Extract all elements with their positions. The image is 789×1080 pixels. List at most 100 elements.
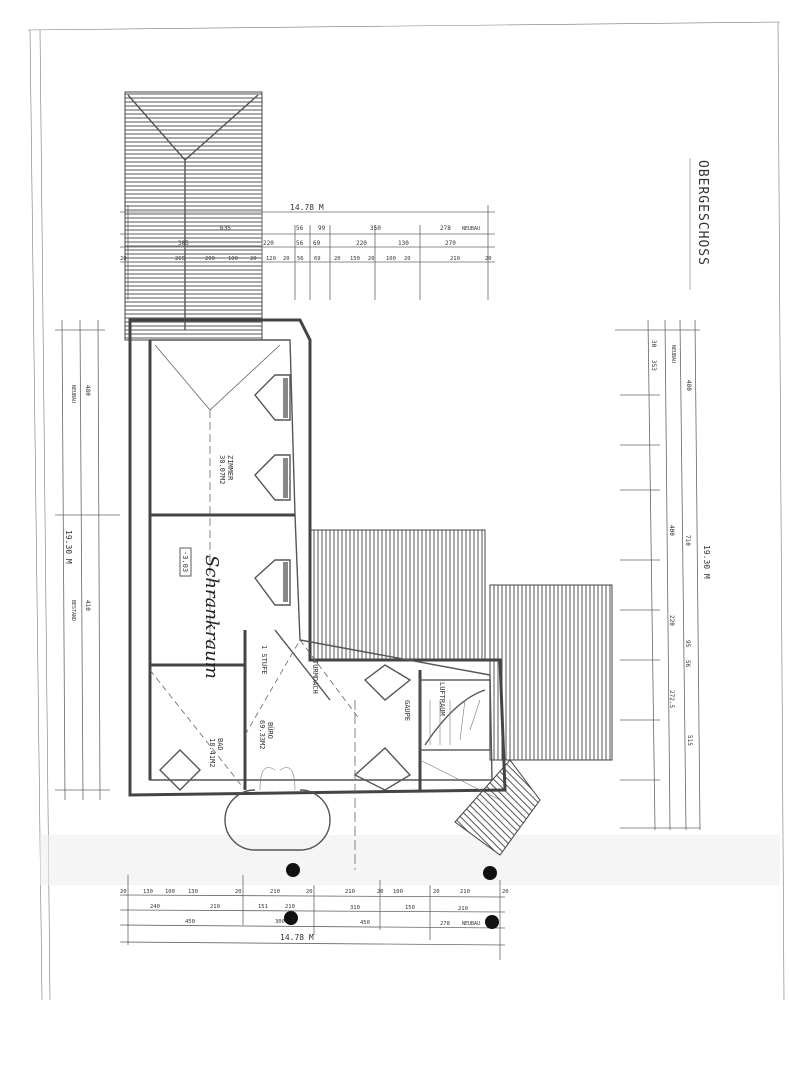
bottom-total-dim: 14.78 M	[280, 933, 314, 942]
dim: 350	[370, 225, 381, 232]
dim: 100	[228, 256, 238, 262]
title-text: OBERGESCHOSS	[695, 160, 710, 266]
neubau-label-top: NEUBAU	[462, 226, 480, 232]
dim: 210	[345, 889, 355, 895]
room-gaupe-name: GAUPE	[403, 700, 411, 721]
dim: 130	[398, 240, 409, 247]
room-zimmer-name: ZIMMER	[226, 455, 234, 481]
dim: 151	[258, 904, 268, 910]
room-buero-area: 69.33M2	[258, 720, 266, 750]
building-walls	[128, 318, 507, 851]
dim: 20	[368, 256, 375, 262]
roof-flat-center	[309, 529, 486, 661]
roof-flat-right	[489, 584, 613, 761]
room-zimmer-area: 30.07M2	[218, 455, 226, 485]
neubau-label-right: NEUBAU	[670, 345, 676, 363]
dim: 480	[84, 385, 91, 396]
dim: 210	[210, 904, 220, 910]
dim: 69	[313, 240, 321, 247]
bestand-label: BESTAND	[70, 600, 76, 621]
dim: 130	[188, 889, 198, 895]
dim: 210	[458, 906, 468, 912]
left-dimension-lines: 480 NEUBAU 19.30 M 410 BESTAND	[55, 319, 120, 801]
dim: 95	[684, 640, 691, 648]
dim: 30	[650, 340, 657, 348]
top-total-dim: 14.78 M	[290, 203, 324, 212]
dim: 20	[433, 889, 440, 895]
page-frame	[27, 21, 785, 1001]
dim: 400	[668, 525, 675, 536]
dim: 210	[460, 889, 470, 895]
dim: 100	[393, 889, 403, 895]
dim: 20	[250, 256, 257, 262]
room-buero-name: BÜRO	[266, 722, 275, 739]
bottom-dimension-lines: 20 130 100 130 20 210 20 210 20 100 20 2…	[119, 875, 509, 960]
room-luftraum-name: LUFTRAUM	[438, 682, 446, 716]
dim: 20	[485, 256, 492, 262]
dim: 56	[684, 660, 691, 668]
dim: 120	[266, 256, 276, 262]
dim: 278	[440, 921, 450, 927]
dim: 69	[314, 256, 321, 262]
top-dimension-lines: 14.78 M 635 56 99 350 278 NEUBAU 385 220…	[120, 203, 495, 300]
right-total-dim: 19.30 M	[702, 545, 711, 579]
dim: 56	[296, 240, 304, 247]
dim: 450	[360, 920, 370, 926]
room-labels: ZIMMER 30.07M2 BÜRO 69.33M2 BAD 18.41M2 …	[179, 455, 446, 768]
room-turmdach-name: TURMDACH	[311, 660, 319, 694]
section-markers	[284, 700, 499, 929]
dim: 20	[334, 256, 341, 262]
dim: 385	[178, 240, 189, 247]
dim: 480	[685, 380, 692, 391]
plan-title: OBERGESCHOSS	[689, 158, 710, 290]
roof-existing	[124, 91, 263, 341]
dim: 300	[275, 919, 285, 925]
dim: 210	[270, 889, 280, 895]
dim: 130	[143, 889, 153, 895]
left-total-dim: 19.30 M	[64, 530, 73, 564]
dim: 210	[450, 256, 460, 262]
room-bad-area: 18.41M2	[208, 738, 216, 768]
dim: 220	[263, 240, 274, 247]
stufe-label: 1 STUFE	[260, 645, 268, 675]
dim: 20	[306, 889, 313, 895]
dim: 20	[283, 256, 290, 262]
dim: 20	[502, 889, 509, 895]
dim: 635	[220, 225, 231, 232]
right-dimension-lines: 30 353 480 NEUBAU 400 710 220 95 56 272.…	[615, 319, 711, 831]
dim: 353	[650, 360, 657, 371]
dim: 20	[377, 889, 384, 895]
dim: 20	[120, 889, 127, 895]
dim: 150	[350, 256, 360, 262]
dim: 270	[445, 240, 456, 247]
dim: 99	[318, 225, 326, 232]
dim: 410	[84, 600, 91, 611]
dim: 278	[440, 225, 451, 232]
dim: 240	[150, 904, 160, 910]
room-bad-name: BAD	[216, 738, 224, 751]
dim: 20	[404, 256, 411, 262]
dim: 20	[120, 256, 127, 262]
dim: 220	[356, 240, 367, 247]
dim: 150	[405, 905, 415, 911]
dim: 710	[684, 535, 691, 546]
dim: 272.5	[668, 690, 675, 708]
neubau-label-left: NEUBAU	[70, 385, 76, 403]
dim: 100	[165, 889, 175, 895]
dim: 450	[185, 919, 195, 925]
level-mark: -3.03	[181, 551, 189, 572]
dormers	[159, 374, 412, 791]
neubau-label-bottom: NEUBAU	[462, 921, 480, 927]
dim: 210	[285, 904, 295, 910]
dim: 56	[296, 225, 304, 232]
dim: 20	[235, 889, 242, 895]
dim: 310	[350, 905, 360, 911]
dim: 265	[175, 256, 185, 262]
dim: 200	[205, 256, 215, 262]
dim: 515	[686, 735, 693, 746]
dim: 100	[386, 256, 396, 262]
dim: 220	[668, 615, 675, 626]
handwritten-room-label: Schrankraum	[201, 555, 222, 679]
dim: 56	[297, 256, 304, 262]
